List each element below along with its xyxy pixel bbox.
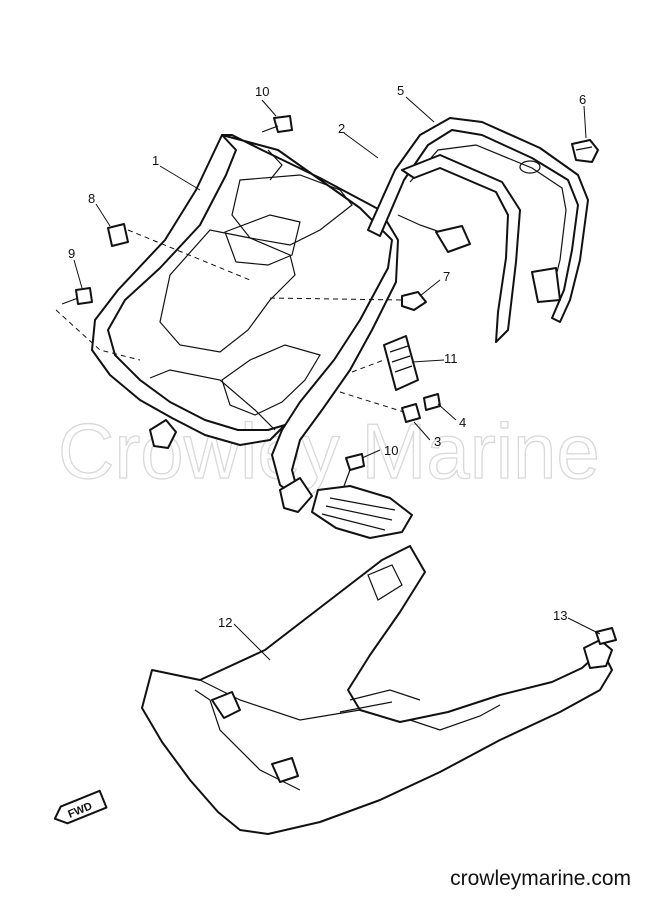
callout-1: 1 bbox=[152, 153, 159, 168]
leader-lines bbox=[73, 96, 601, 661]
part-1-front-panel bbox=[91, 134, 413, 539]
part-7-nut bbox=[401, 291, 427, 311]
callout-5: 5 bbox=[397, 83, 404, 98]
part-13-clip bbox=[595, 627, 617, 645]
part-10-upper-screw bbox=[261, 115, 293, 133]
part-10-lower-screw bbox=[343, 453, 365, 487]
callout-7: 7 bbox=[443, 269, 450, 284]
callout-9: 9 bbox=[68, 246, 75, 261]
callout-10-upper: 10 bbox=[255, 84, 269, 99]
dashed-assembly-lines bbox=[55, 229, 405, 413]
part-4-screw bbox=[423, 393, 441, 411]
callout-2: 2 bbox=[338, 121, 345, 136]
part-8-label bbox=[107, 223, 129, 247]
callout-8: 8 bbox=[88, 191, 95, 206]
callout-12: 12 bbox=[218, 615, 232, 630]
watermark-text: Crowley Marine bbox=[58, 407, 600, 495]
part-3-clip bbox=[401, 403, 421, 423]
callout-10-lower: 10 bbox=[384, 443, 398, 458]
callouts: 10 5 2 6 1 8 9 7 11 4 3 10 12 13 bbox=[68, 83, 586, 630]
part-9-bolt bbox=[61, 287, 93, 305]
part-12-lower-panel bbox=[141, 545, 613, 835]
callout-6: 6 bbox=[579, 92, 586, 107]
fwd-arrow-icon: FWD bbox=[53, 789, 108, 825]
callout-11: 11 bbox=[444, 351, 458, 366]
callout-4: 4 bbox=[459, 415, 466, 430]
part-6-grommet bbox=[571, 139, 599, 163]
part-5-rear-frame bbox=[367, 117, 589, 343]
footer-url[interactable]: crowleymarine.com bbox=[450, 867, 631, 890]
part-11-bracket bbox=[383, 335, 419, 391]
callout-13: 13 bbox=[553, 608, 567, 623]
callout-3: 3 bbox=[434, 434, 441, 449]
